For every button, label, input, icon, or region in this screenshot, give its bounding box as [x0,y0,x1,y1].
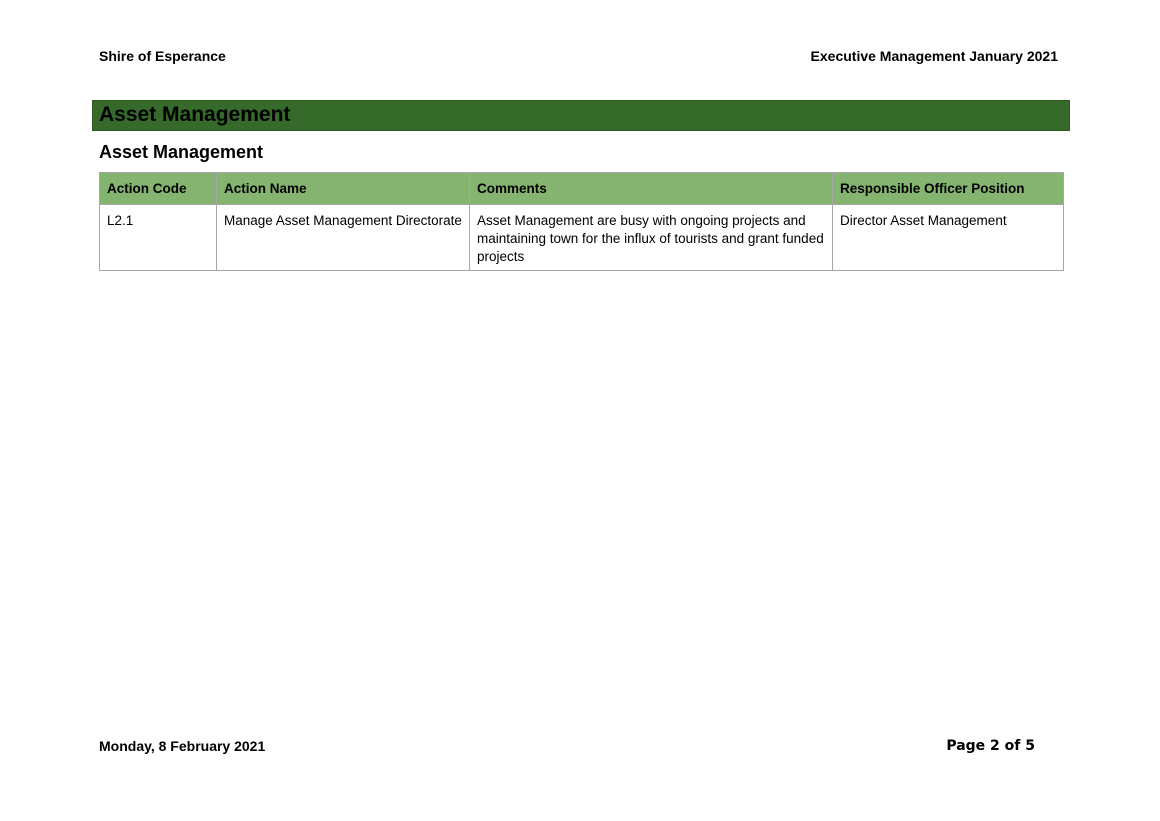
section-banner-title: Asset Management [99,103,291,126]
column-header-action-code: Action Code [99,172,217,205]
column-header-comments: Comments [469,172,833,205]
column-header-officer: Responsible Officer Position [832,172,1064,205]
section-banner: Asset Management [92,100,1070,131]
subsection-title: Asset Management [99,142,264,162]
page-number: Page 2 of 5 [946,738,1035,754]
cell-action-code: L2.1 [99,204,217,271]
table-row: L2.1 Manage Asset Management Directorate… [99,204,1064,271]
report-title: Executive Management January 2021 [810,48,1058,64]
footer-date: Monday, 8 February 2021 [99,738,266,754]
organisation-name: Shire of Esperance [99,48,226,64]
column-header-action-name: Action Name [216,172,470,205]
table-header-row: Action Code Action Name Comments Respons… [99,172,1064,205]
actions-table: Action Code Action Name Comments Respons… [99,172,1064,271]
cell-comments: Asset Management are busy with ongoing p… [469,204,833,271]
cell-action-name: Manage Asset Management Directorate [216,204,470,271]
cell-officer: Director Asset Management [832,204,1064,271]
